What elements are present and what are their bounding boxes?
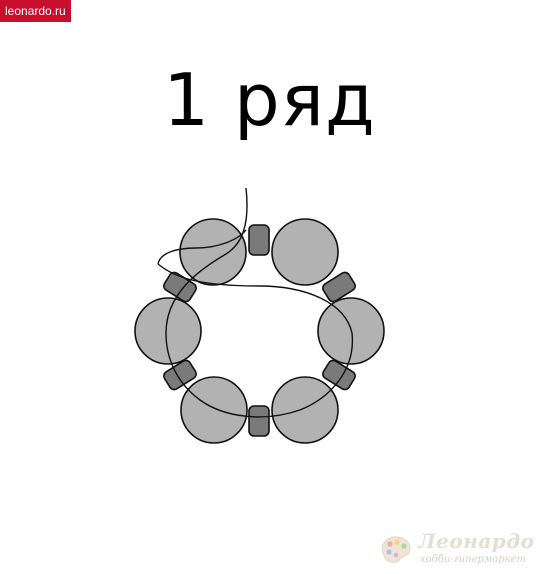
large-bead	[180, 376, 248, 444]
logo-tagline: хобби-гипермаркет	[420, 554, 526, 565]
large-bead	[179, 218, 247, 286]
small-beads	[163, 224, 356, 437]
palette-hand-icon	[381, 536, 411, 563]
large-bead	[271, 218, 339, 286]
small-bead	[163, 359, 197, 391]
thread-path	[157, 187, 354, 418]
small-bead	[248, 405, 270, 437]
diagram-title: 1 ряд	[163, 58, 376, 142]
small-bead	[322, 359, 356, 391]
logo-name: Леонардо	[418, 529, 535, 553]
source-badge[interactable]: leonardo.ru	[0, 0, 71, 22]
leonardo-logo: Леонардо хобби-гипермаркет	[378, 530, 534, 570]
large-bead	[271, 376, 339, 444]
small-bead	[248, 224, 270, 256]
large-bead	[134, 297, 202, 365]
small-bead	[322, 271, 356, 303]
